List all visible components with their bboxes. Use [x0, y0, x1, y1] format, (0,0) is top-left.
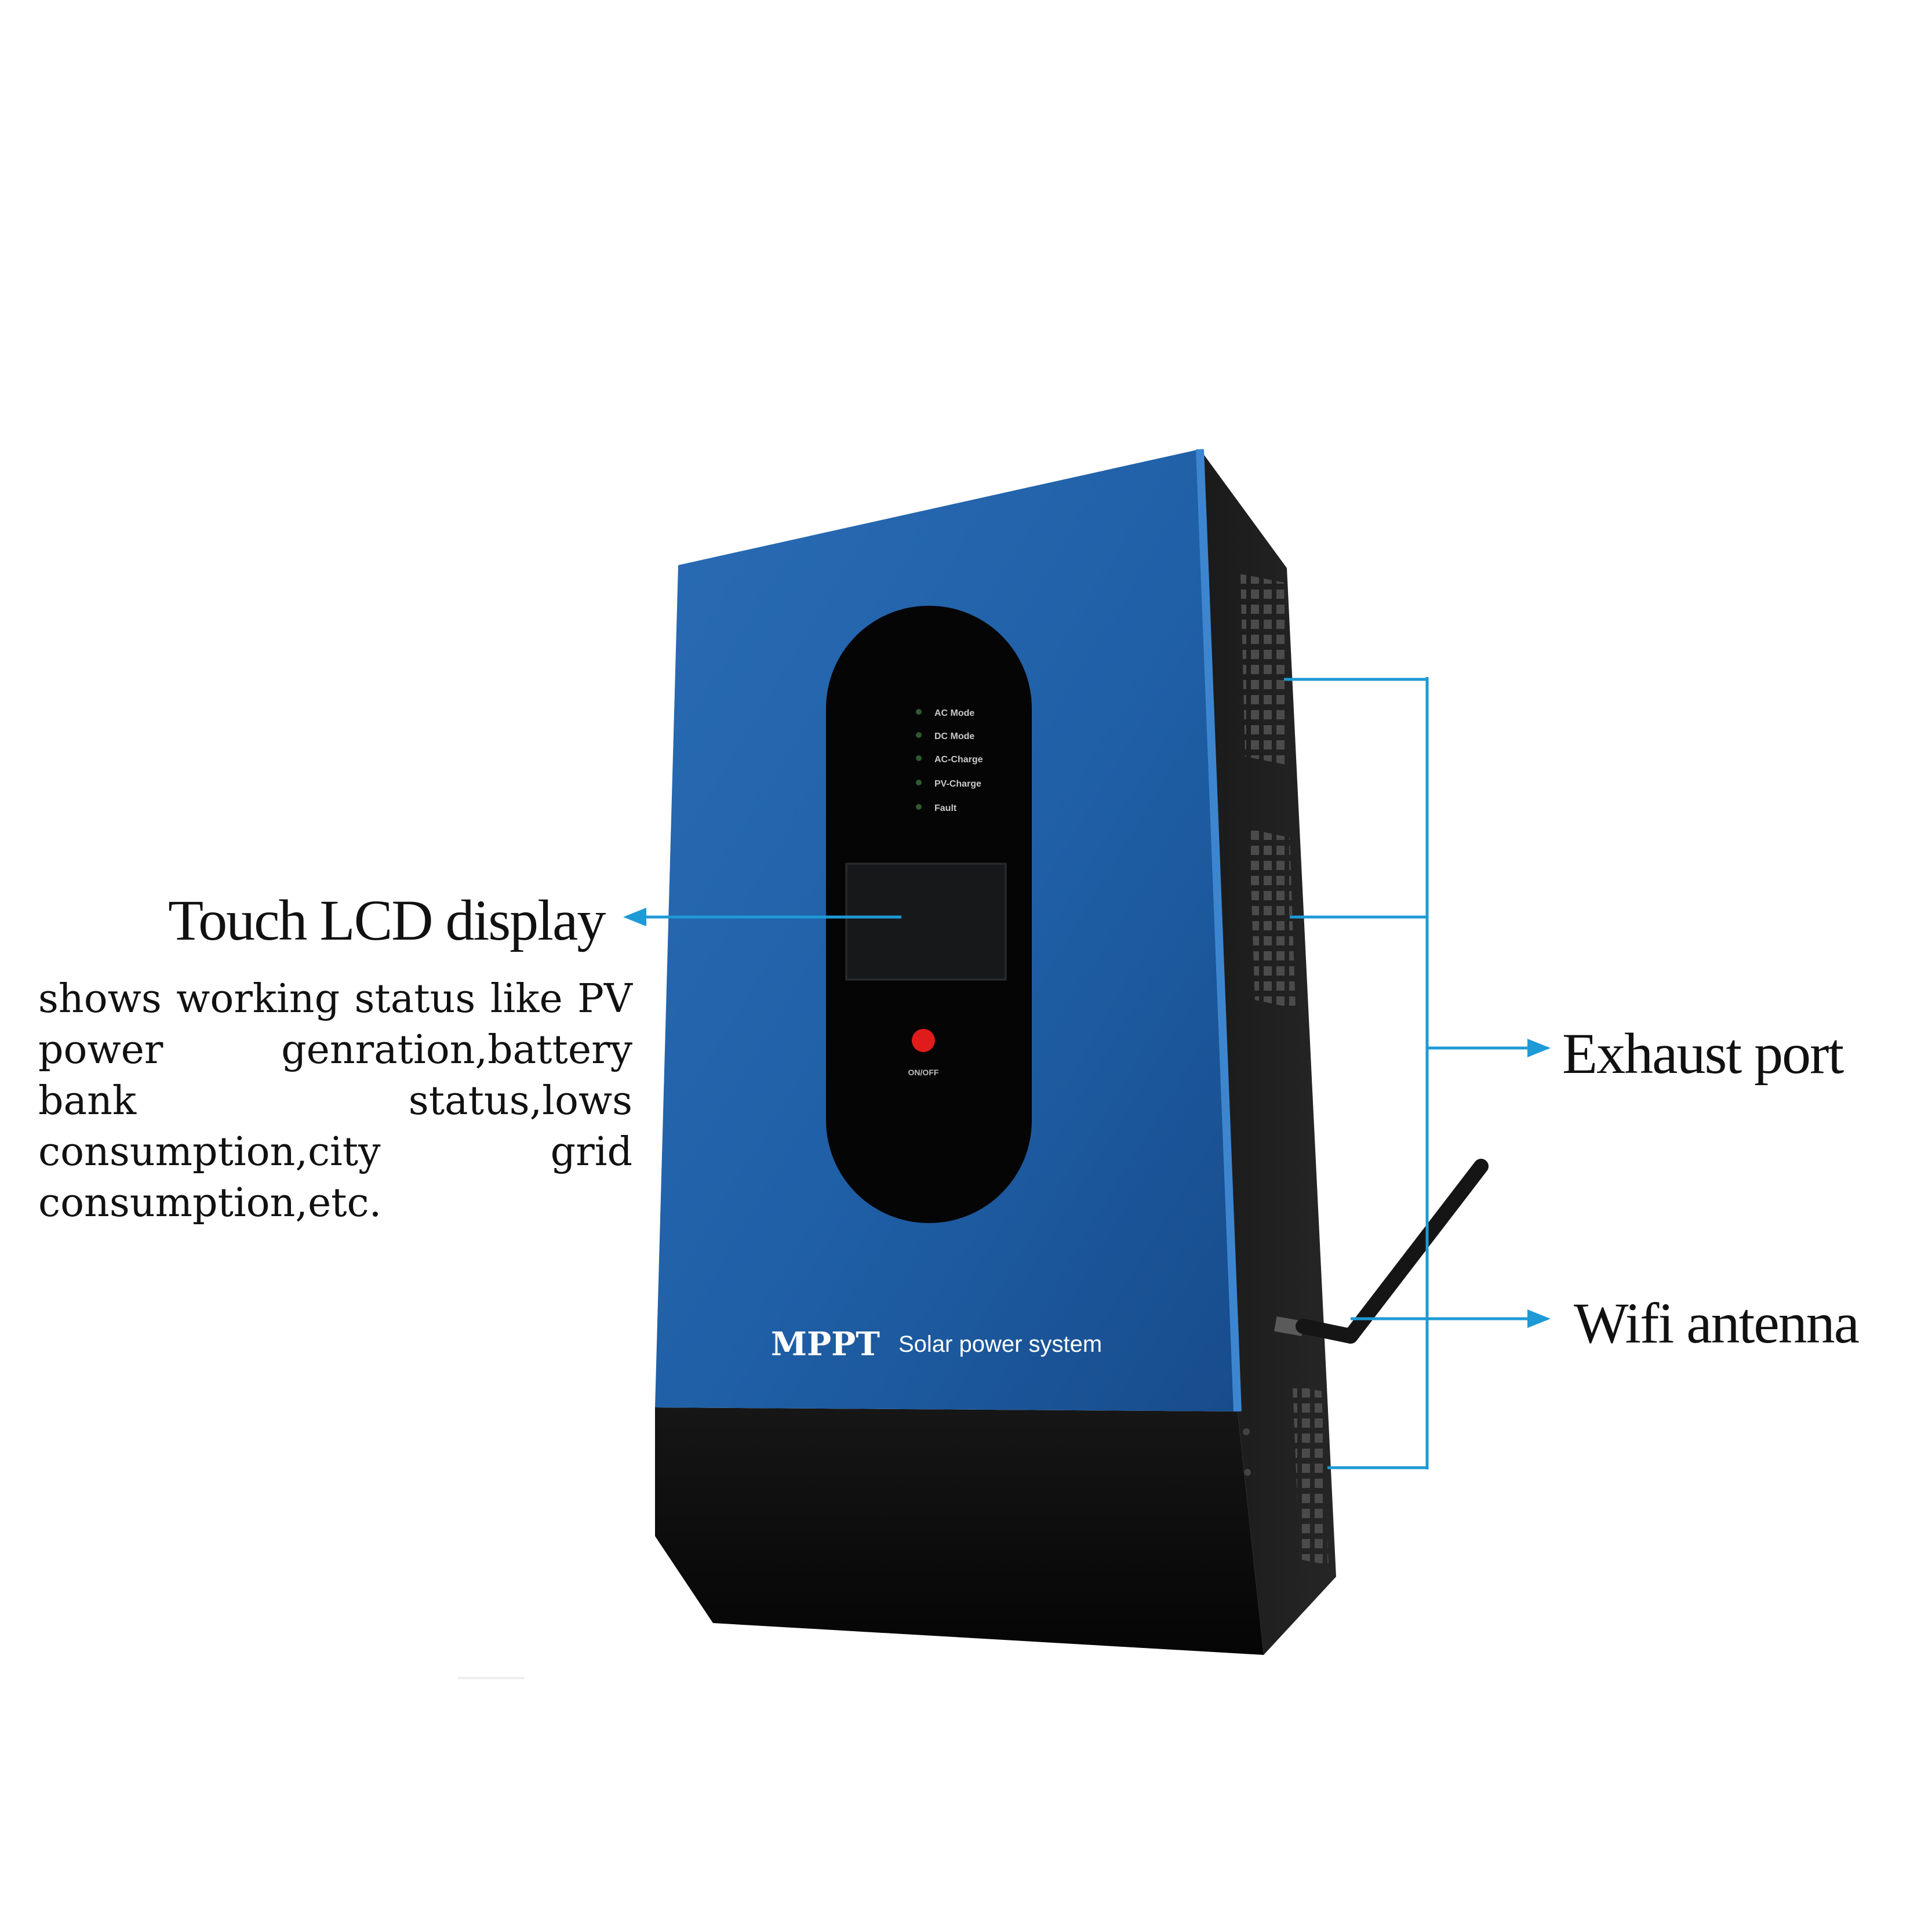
indicator-leds: AC Mode DC Mode AC-Charge PV-Charge Faul…: [916, 708, 983, 813]
antenna-rod: [1343, 1159, 1489, 1344]
brand-subtitle: Solar power system: [898, 1331, 1102, 1357]
wifi-antenna-title: Wifi antenna: [1574, 1291, 1860, 1355]
touch-lcd-description: shows working status like PV power genra…: [38, 976, 632, 1226]
exhaust-vent-bottom: [1293, 1385, 1329, 1565]
led-label-pv-charge: PV-Charge: [934, 779, 981, 789]
lcd-screen[interactable]: [845, 863, 1007, 981]
arrowhead-exhaust: [1527, 1039, 1551, 1057]
exhaust-port-title: Exhaust port: [1562, 1021, 1844, 1086]
touch-lcd-title: Touch LCD display: [168, 888, 606, 952]
antenna-joint: [1296, 1319, 1358, 1344]
antenna-connector: [1274, 1316, 1304, 1336]
device-base: [655, 1407, 1264, 1655]
led-dc-mode: [916, 732, 922, 738]
brand-mppt: MPPT: [771, 1325, 880, 1363]
side-screw: [1244, 1469, 1251, 1476]
led-pv-charge: [916, 780, 922, 785]
power-button[interactable]: [912, 1029, 935, 1052]
led-label-fault: Fault: [934, 803, 957, 813]
callout-lines: [635, 677, 1539, 1469]
wifi-antenna: [1274, 1159, 1489, 1344]
led-label-dc-mode: DC Mode: [934, 732, 974, 741]
led-ac-charge: [916, 755, 922, 761]
callout-arrowheads: [623, 908, 1551, 1328]
exhaust-vent-top: [1240, 574, 1288, 765]
exhaust-vent-middle: [1249, 829, 1296, 1009]
power-button-label: ON/OFF: [908, 1068, 939, 1077]
led-label-ac-charge: AC-Charge: [934, 755, 983, 765]
arrowhead-wifi: [1527, 1309, 1551, 1328]
arrowhead-touch-lcd: [623, 908, 646, 926]
led-fault: [916, 804, 922, 810]
led-label-ac-mode: AC Mode: [934, 708, 974, 718]
side-screw: [1243, 1428, 1250, 1435]
front-panel-edge: [1196, 449, 1242, 1412]
device-side-panel: [1200, 449, 1336, 1655]
led-ac-mode: [916, 709, 922, 715]
